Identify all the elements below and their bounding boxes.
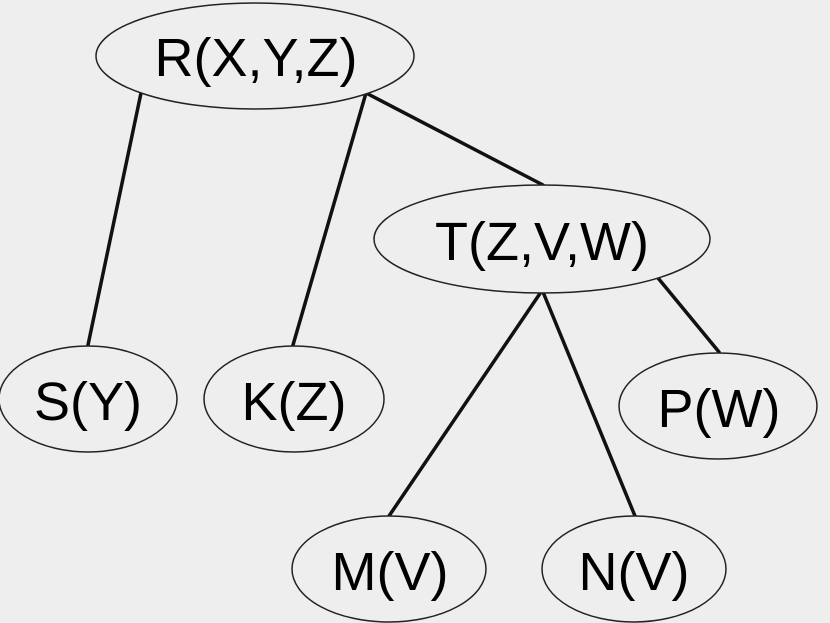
node-k: K(Z)	[203, 345, 385, 453]
edges	[86, 91, 721, 518]
node-r: R(X,Y,Z)	[95, 2, 415, 110]
node-k-shape	[203, 345, 385, 453]
node-n: N(V)	[541, 515, 727, 623]
node-n-label: N(V)	[579, 542, 690, 602]
node-s-shape	[0, 345, 178, 453]
node-r-shape	[95, 2, 415, 110]
node-t: T(Z,V,W)	[373, 184, 711, 294]
edge-t-n	[541, 290, 637, 518]
node-m-shape	[291, 515, 487, 623]
edge-t-p	[656, 276, 721, 354]
node-m-label: M(V)	[332, 542, 449, 602]
edge-r-k	[291, 91, 368, 347]
node-p-label: P(W)	[658, 379, 781, 439]
node-t-shape	[373, 184, 711, 294]
node-t-label: T(Z,V,W)	[435, 212, 649, 272]
edge-t-m	[387, 290, 543, 518]
node-m: M(V)	[291, 515, 487, 623]
node-p-shape	[618, 352, 818, 460]
node-r-label: R(X,Y,Z)	[154, 28, 357, 88]
node-s: S(Y)	[0, 345, 178, 453]
edge-r-s	[86, 91, 143, 347]
node-p: P(W)	[618, 352, 818, 460]
node-s-label: S(Y)	[34, 372, 142, 432]
edge-r-t	[366, 92, 545, 187]
node-n-shape	[541, 515, 727, 623]
node-k-label: K(Z)	[242, 372, 347, 432]
